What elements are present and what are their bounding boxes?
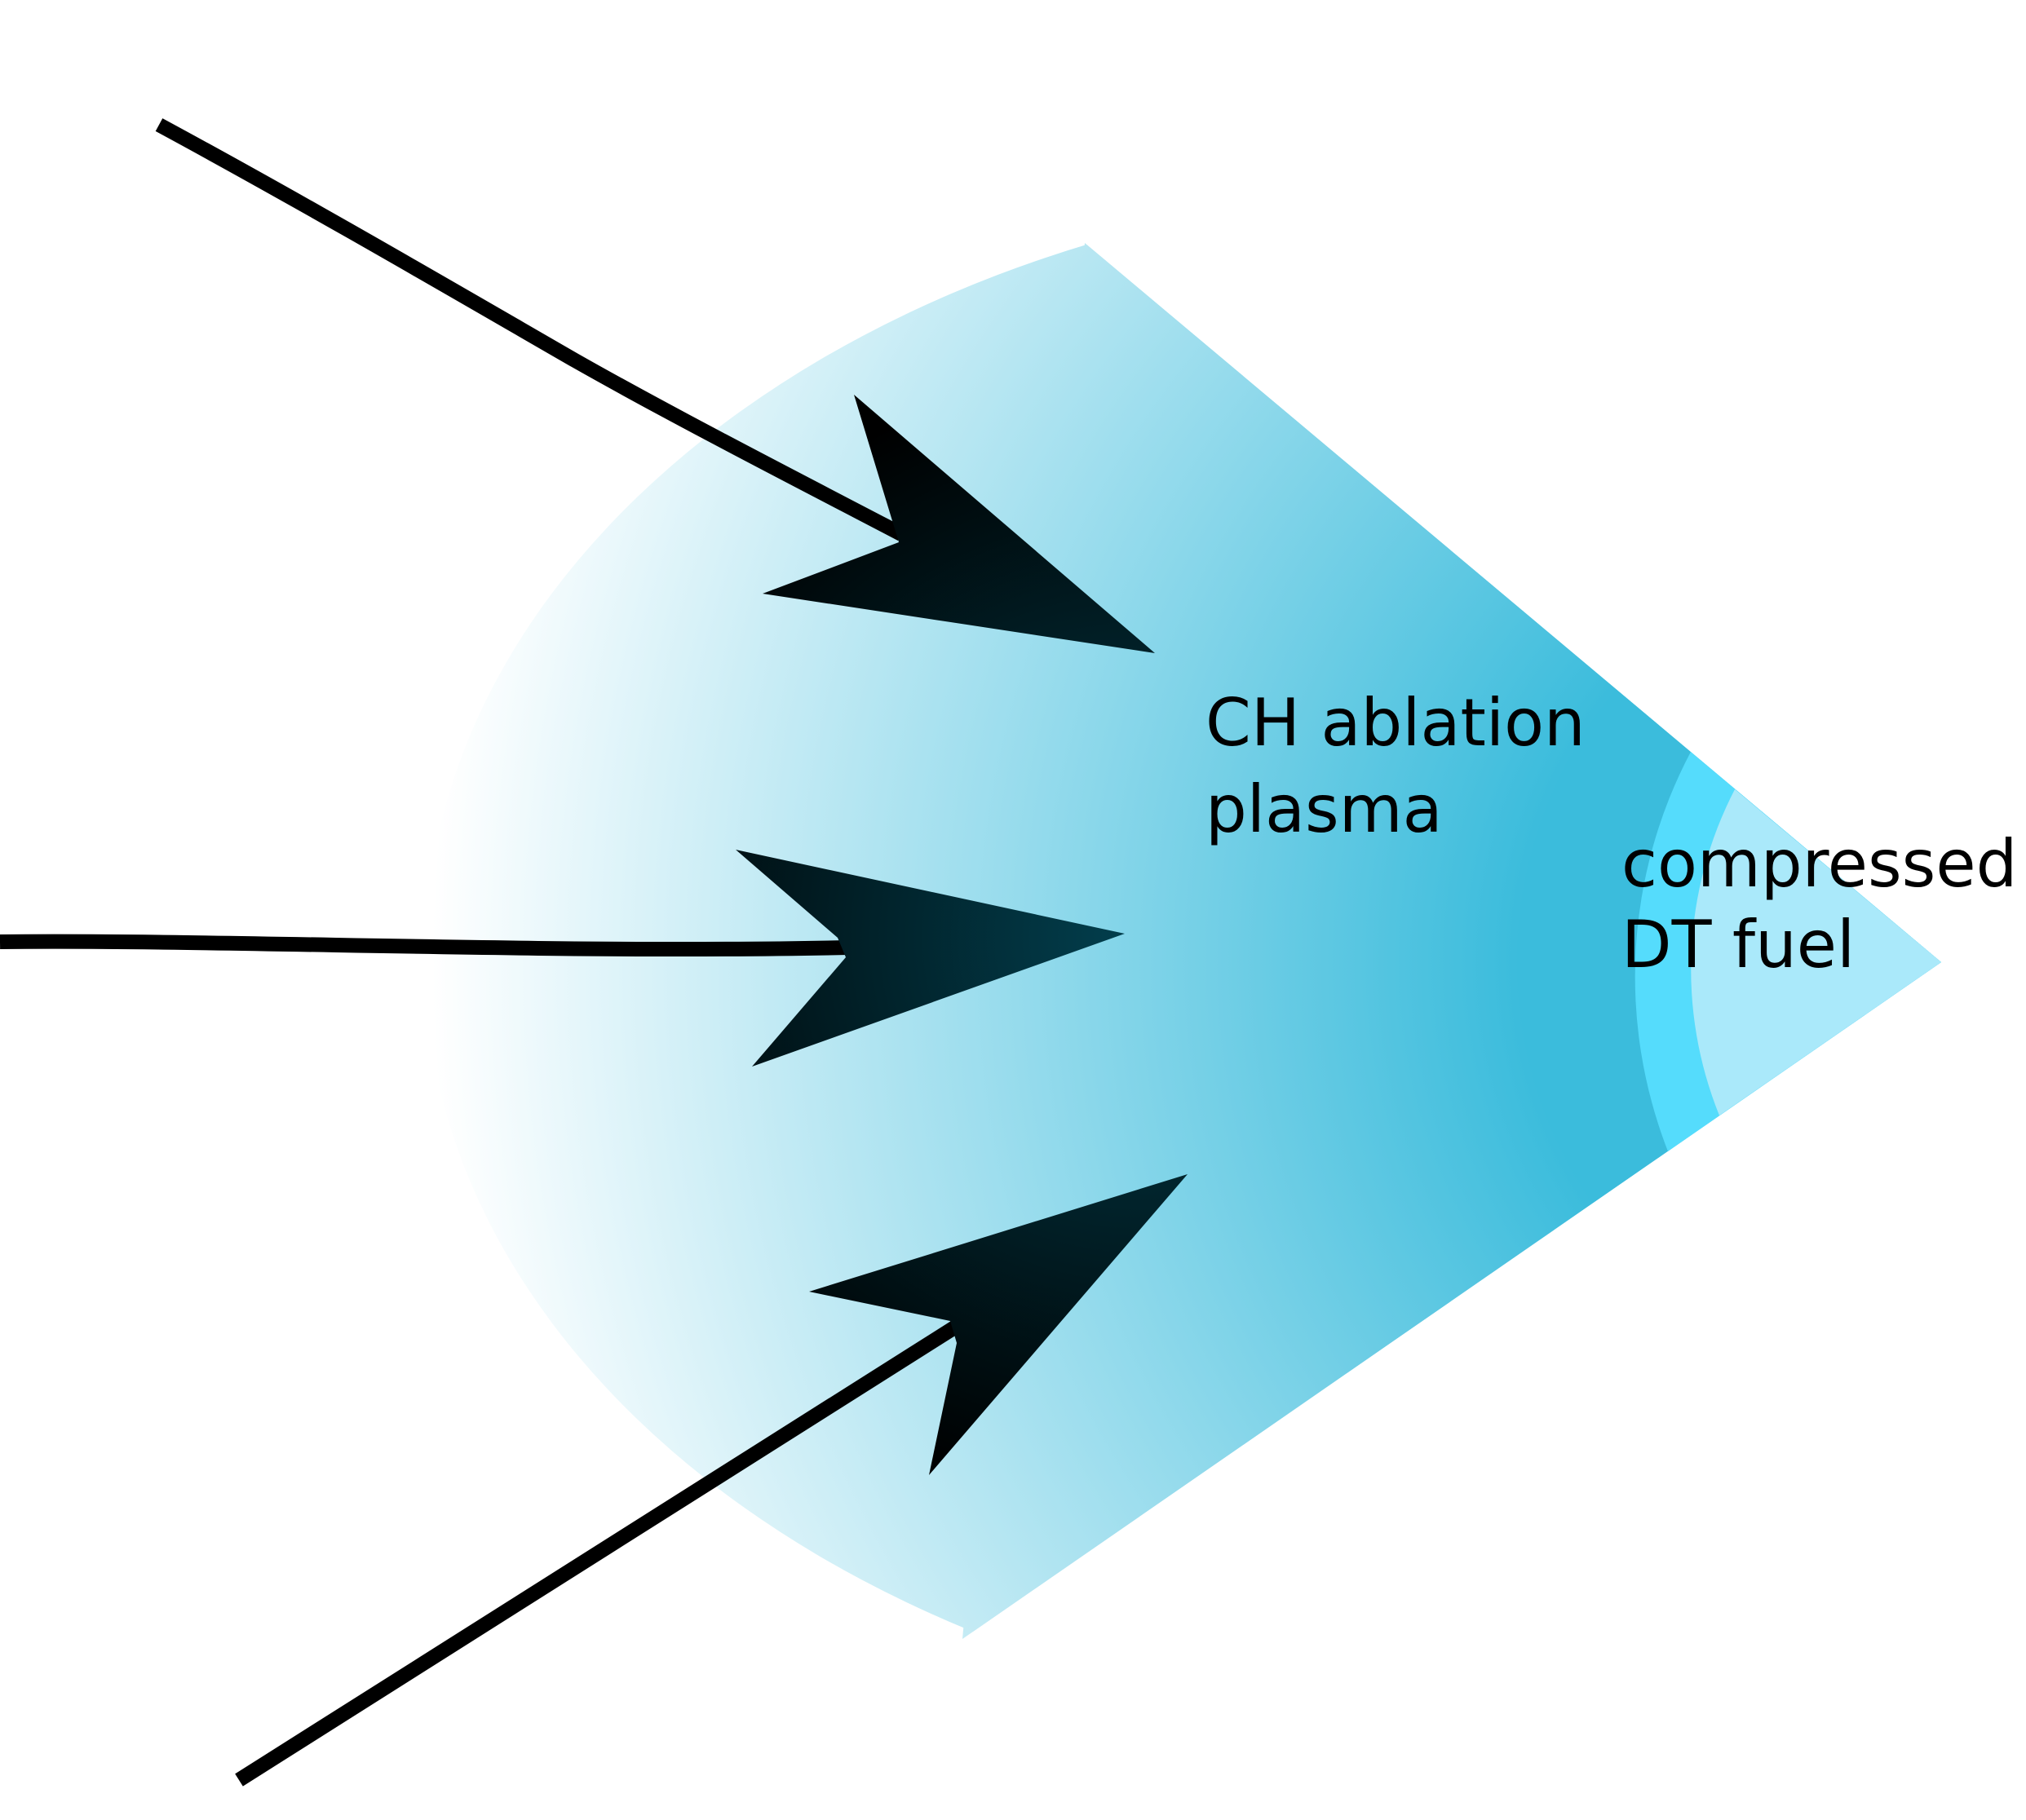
arrow-head-top [763,395,1155,653]
arrow-head-middle [736,850,1125,1067]
laser-beams [0,118,962,1787]
fuel-label-line2: DT fuel [1621,907,1855,983]
arrow-head-bottom [809,1174,1188,1475]
beam-line-bottom [235,1319,962,1787]
labels: CH ablation plasma compressed DT fuel [1205,685,2026,983]
plasma-label-line1: CH ablation [1205,685,1586,761]
dt-fuel-core [1691,789,1941,1115]
fuel-label: compressed DT fuel [1621,826,2026,983]
beam-line-middle [0,934,849,957]
plasma-label-line2: plasma [1205,771,1443,847]
fuel-region [1635,752,1941,1151]
plasma-label: CH ablation plasma [1205,685,1606,847]
arrow-heads [736,395,1188,1475]
beam-line-top [155,118,905,541]
fuel-label-line1: compressed [1621,826,2017,902]
